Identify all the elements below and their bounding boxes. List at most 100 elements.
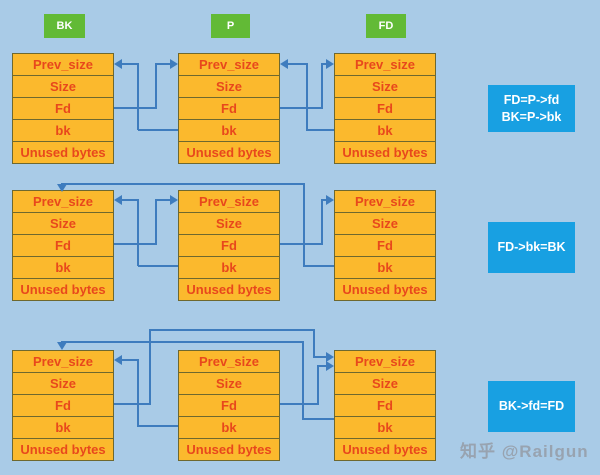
chunk-field-unused-bytes: Unused bytes (335, 141, 435, 163)
chunk-field-bk: bk (13, 256, 113, 278)
chunk-field-unused-bytes: Unused bytes (13, 438, 113, 460)
line-segment (321, 199, 323, 245)
arrowhead-left-icon (114, 59, 122, 69)
chunk-field-prev-size: Prev_size (199, 354, 259, 369)
line-segment (122, 63, 139, 65)
line-segment (149, 329, 151, 405)
chunk-field-size: Size (13, 372, 113, 394)
line-segment (155, 199, 157, 245)
annotation-line: BK=P->bk (501, 109, 562, 124)
line-segment (304, 418, 334, 420)
pointer-label-fd: FD (366, 14, 406, 38)
arrowhead-right-icon (326, 361, 334, 371)
chunk-field-size: Size (335, 75, 435, 97)
chunk-field-unused-bytes: Unused bytes (13, 141, 113, 163)
line-segment (114, 243, 157, 245)
chunk-field-unused-bytes: Unused bytes (179, 438, 279, 460)
annotation-step3: BK->fd=FD (488, 381, 575, 432)
chunk-field-fd: Fd (335, 234, 435, 256)
line-segment (317, 365, 327, 367)
line-segment (114, 107, 157, 109)
chunk-field-bk: bk (13, 119, 113, 141)
line-segment (138, 129, 178, 131)
chunk-field-prev-size: Prev_size (199, 194, 259, 209)
chunk-field-prev-size: Prev_size (33, 194, 93, 209)
annotation-step2: FD->bk=BK (488, 222, 575, 273)
line-segment (114, 403, 151, 405)
arrowhead-right-icon (326, 352, 334, 362)
chunk-field-size: Size (13, 212, 113, 234)
chunk-field-fd: Fd (335, 97, 435, 119)
line-segment (280, 107, 322, 109)
line-segment (288, 63, 307, 65)
line-segment (303, 183, 305, 267)
chunk-field-size: Size (335, 372, 435, 394)
arrowhead-right-icon (170, 59, 178, 69)
line-segment (305, 265, 334, 267)
chunk-field-size: Size (179, 372, 279, 394)
arrowhead-left-icon (114, 195, 122, 205)
chunk-field-size: Size (179, 212, 279, 234)
chunk-field-unused-bytes: Unused bytes (179, 278, 279, 300)
chunk-field-fd: Fd (13, 234, 113, 256)
watermark: 知乎 @Railgun (460, 442, 589, 461)
chunk-field-fd: Fd (179, 97, 279, 119)
arrowhead-down-icon (57, 342, 67, 350)
line-segment (137, 63, 139, 130)
line-segment (137, 199, 139, 266)
line-segment (321, 199, 327, 201)
chunk-field-bk: bk (179, 416, 279, 438)
chunk-field-unused-bytes: Unused bytes (335, 278, 435, 300)
line-segment (302, 341, 304, 420)
arrowhead-right-icon (170, 195, 178, 205)
arrowhead-right-icon (326, 195, 334, 205)
chunk-field-unused-bytes: Unused bytes (179, 141, 279, 163)
pointer-label-bk: BK (44, 14, 85, 38)
chunk-field-bk: bk (335, 256, 435, 278)
chunk-field-bk: bk (179, 119, 279, 141)
line-segment (122, 199, 139, 201)
chunk-field-unused-bytes: Unused bytes (335, 438, 435, 460)
chunk-field-prev-size: Prev_size (33, 354, 93, 369)
line-segment (321, 63, 323, 109)
line-segment (155, 199, 171, 201)
chunk-field-bk: bk (335, 119, 435, 141)
chunk-field-bk: bk (335, 416, 435, 438)
line-segment (61, 341, 304, 343)
line-segment (149, 329, 315, 331)
chunk-field-fd: Fd (179, 394, 279, 416)
annotation-line: FD=P->fd (503, 92, 560, 107)
chunk-field-size: Size (179, 75, 279, 97)
line-segment (280, 403, 319, 405)
chunk-field-prev-size: Prev_size (199, 57, 259, 72)
arrowhead-left-icon (280, 59, 288, 69)
chunk-field-unused-bytes: Unused bytes (13, 278, 113, 300)
chunk-field-prev-size: Prev_size (33, 57, 93, 72)
line-segment (155, 63, 171, 65)
chunk-field-prev-size: Prev_size (355, 354, 415, 369)
arrowhead-left-icon (114, 355, 122, 365)
annotation-step1: FD=P->fd BK=P->bk (488, 85, 575, 132)
pointer-label-p: P (211, 14, 250, 38)
line-segment (138, 265, 178, 267)
line-segment (155, 63, 157, 109)
arrowhead-down-icon (57, 184, 67, 192)
line-segment (306, 63, 308, 130)
chunk-field-prev-size: Prev_size (355, 194, 415, 209)
line-segment (137, 359, 139, 427)
line-segment (122, 359, 139, 361)
chunk-field-bk: bk (179, 256, 279, 278)
line-segment (313, 329, 315, 358)
line-segment (313, 356, 327, 358)
chunk-field-prev-size: Prev_size (355, 57, 415, 72)
